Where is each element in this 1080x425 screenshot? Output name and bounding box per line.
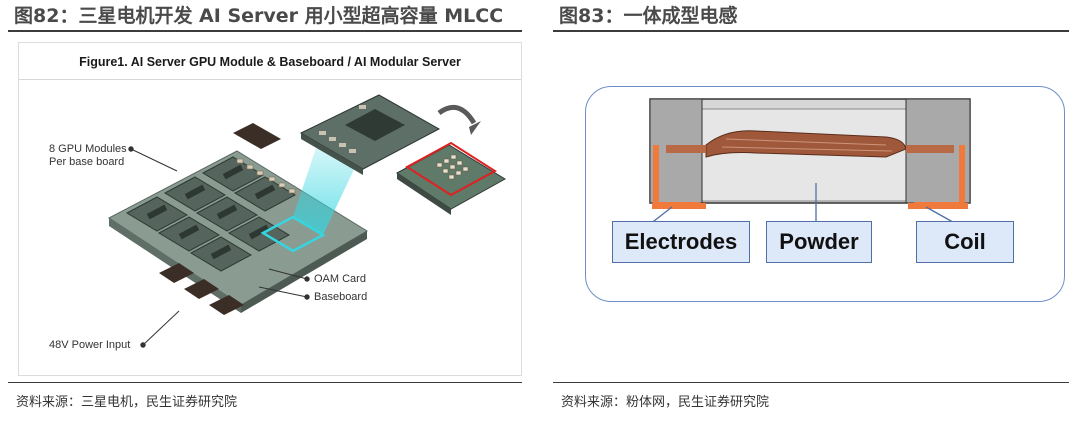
right-source-note: 资料来源：粉体网，民生证券研究院 [561, 395, 770, 410]
right-source-rule [553, 382, 1069, 383]
ai-server-image: Figure1. AI Server GPU Module & Baseboar… [18, 42, 522, 376]
gpu-modules-label-line2: Per base board [49, 156, 125, 168]
gpu-modules-label-line1: 8 GPU Modules [49, 143, 127, 155]
right-figure-title: 图83：一体成型电感 [559, 5, 738, 27]
inductor-diagram: Electrodes Powder Coil [585, 86, 1065, 302]
right-figure-panel: 图83：一体成型电感 [553, 0, 1069, 410]
left-title-rule [8, 30, 522, 32]
mlcc-callout-box [405, 141, 497, 197]
ai-server-caption: Figure1. AI Server GPU Module & Baseboar… [79, 55, 461, 69]
oam-card-label: OAM Card [314, 273, 366, 285]
powder-label: Powder [766, 221, 872, 263]
left-figure-title: 图82：三星电机开发 AI Server 用小型超高容量 MLCC [14, 5, 504, 27]
electrodes-label: Electrodes [612, 221, 750, 263]
inductor-cross-section [635, 98, 977, 236]
left-source-rule [8, 382, 522, 383]
coil-label: Coil [916, 221, 1014, 263]
right-title-rule [553, 30, 1069, 32]
left-source-note: 资料来源：三星电机，民生证券研究院 [16, 395, 238, 410]
coil-windings [666, 130, 954, 158]
baseboard-label: Baseboard [314, 291, 368, 303]
ai-server-illustration [108, 94, 506, 348]
power-input-label: 48V Power Input [49, 339, 131, 351]
cyan-highlight-beam [293, 139, 357, 235]
rotate-arrow-icon [437, 104, 477, 125]
caption-divider [19, 79, 521, 80]
left-figure-panel: 图82：三星电机开发 AI Server 用小型超高容量 MLCC Figure… [8, 0, 522, 410]
